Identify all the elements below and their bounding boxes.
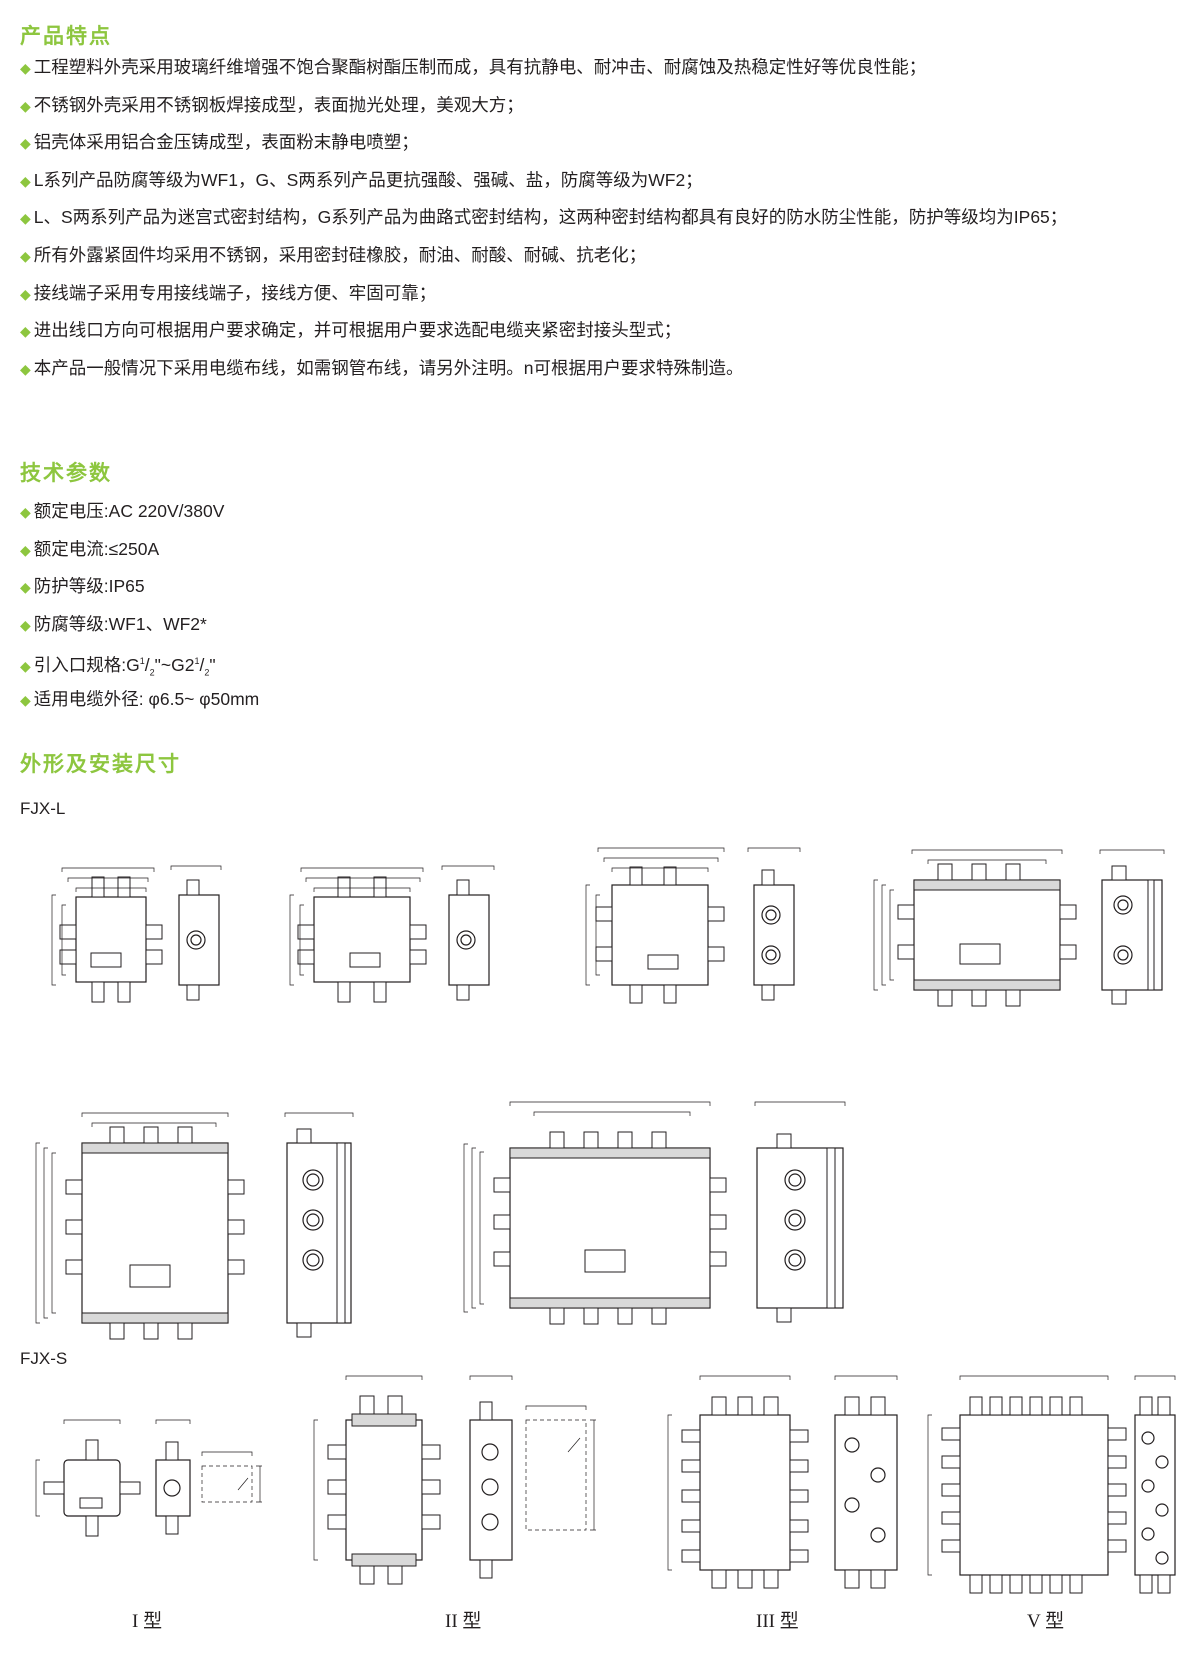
diamond-icon: ◆ <box>20 172 31 189</box>
drawing-s5-front <box>927 1375 1127 1594</box>
drawing-l1-side <box>170 865 222 1001</box>
diamond-icon: ◆ <box>20 504 31 520</box>
diamond-icon: ◆ <box>20 691 31 708</box>
drawing-s2-side <box>469 1375 513 1579</box>
caption-type-1: I 型 <box>132 1611 163 1632</box>
drawing-l4-side <box>1099 849 1165 1005</box>
list-item: ◆本产品一般情况下采用电缆布线，如需钢管布线，请另外注明。n可根据用户要求特殊制… <box>20 357 744 378</box>
drawing-s3-side <box>834 1375 898 1589</box>
diamond-icon: ◆ <box>20 616 31 633</box>
drawing-l5-front <box>35 1112 245 1340</box>
drawing-s3-front <box>667 1375 809 1589</box>
diamond-icon: ◆ <box>20 60 31 76</box>
drawing-l1-front <box>51 867 163 1003</box>
list-item: ◆L、S两系列产品为迷宫式密封结构，G系列产品为曲路式密封结构，这两种密封结构都… <box>20 207 1068 228</box>
params-title: 技术参数 <box>20 462 112 485</box>
drawing-s1-mount <box>201 1451 262 1503</box>
features-list: ◆工程塑料外壳采用玻璃纤维增强不饱合聚酯树酯压制而成，具有抗静电、耐冲击、耐腐蚀… <box>20 57 1067 395</box>
features-title: 产品特点 <box>20 25 112 48</box>
diamond-icon: ◆ <box>20 579 31 595</box>
list-item: ◆额定电压:AC 220V/380V <box>20 501 225 521</box>
series-s-label: FJX-S <box>20 1349 68 1368</box>
diamond-icon: ◆ <box>20 541 31 558</box>
diamond-icon: ◆ <box>20 135 31 152</box>
diamond-icon: ◆ <box>20 247 31 264</box>
list-item: ◆额定电流:≤250A <box>20 538 160 559</box>
list-item: ◆所有外露紧固件均采用不锈钢，采用密封硅橡胶，耐油、耐酸、耐碱、抗老化； <box>20 244 647 265</box>
drawing-l2-side <box>441 865 495 1001</box>
params-list: ◆额定电压:AC 220V/380V ◆额定电流:≤250A ◆防护等级:IP6… <box>20 501 259 726</box>
drawing-l3-front <box>585 847 725 1004</box>
list-item: ◆工程塑料外壳采用玻璃纤维增强不饱合聚酯树酯压制而成，具有抗静电、耐冲击、耐腐蚀… <box>20 57 927 77</box>
caption-type-2: II 型 <box>445 1611 482 1632</box>
list-item: ◆适用电缆外径: φ6.5~ φ50mm <box>20 688 260 709</box>
list-item: ◆铝壳体采用铝合金压铸成型，表面粉末静电喷塑； <box>20 132 419 153</box>
caption-type-3: III 型 <box>756 1611 799 1632</box>
list-item: ◆L系列产品防腐等级为WF1，G、S两系列产品更抗强酸、强碱、盐，防腐等级为WF… <box>20 169 703 190</box>
list-item: ◆不锈钢外壳采用不锈钢板焊接成型，表面抛光处理，美观大方； <box>20 94 524 115</box>
drawing-s5-side <box>1134 1375 1176 1594</box>
drawing-l6-front <box>463 1101 727 1325</box>
drawing-s1-side <box>155 1419 191 1535</box>
diamond-icon: ◆ <box>20 285 31 302</box>
drawing-l5-side <box>284 1112 354 1338</box>
list-item: ◆进出线口方向可根据用户要求确定，并可根据用户要求选配电缆夹紧密封接头型式； <box>20 320 682 341</box>
drawing-l2-front <box>289 867 427 1003</box>
diamond-icon: ◆ <box>20 323 31 340</box>
drawing-s2-mount <box>525 1405 596 1531</box>
list-item: ◆防腐等级:WF1、WF2* <box>20 613 207 634</box>
drawing-l3-side <box>747 847 801 1001</box>
caption-type-5: V 型 <box>1027 1611 1065 1632</box>
diamond-icon: ◆ <box>20 360 31 377</box>
list-item: ◆引入口规格:G1/2"~G21/2" <box>20 654 216 678</box>
drawing-s1-front <box>35 1419 141 1537</box>
list-item: ◆防护等级:IP65 <box>20 576 145 596</box>
drawing-s2-front <box>313 1375 441 1585</box>
diamond-icon: ◆ <box>20 97 31 114</box>
list-item: ◆接线端子采用专用接线端子，接线方便、牢固可靠； <box>20 282 437 303</box>
diamond-icon: ◆ <box>20 657 31 674</box>
dimensions-title: 外形及安装尺寸 <box>20 753 181 776</box>
diamond-icon: ◆ <box>20 210 31 227</box>
series-l-label: FJX-L <box>20 799 66 818</box>
drawing-l4-front <box>873 849 1077 1007</box>
drawing-l6-side <box>754 1101 846 1323</box>
